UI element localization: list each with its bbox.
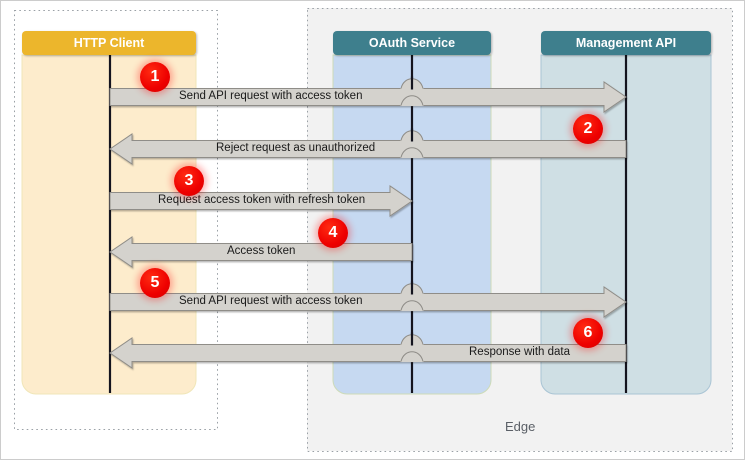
message-arrow-5 — [109, 281, 627, 318]
message-arrow-1-shape — [109, 81, 627, 113]
message-label-6: Response with data — [469, 346, 571, 358]
message-arrow-5-shape — [109, 286, 627, 318]
step-badge-5[interactable]: 5 — [140, 268, 170, 298]
message-arrow-2-shape — [109, 133, 627, 165]
group-label-edge: Edge — [505, 419, 536, 434]
bridge-arc-bottom — [400, 147, 424, 158]
step-badge-3[interactable]: 3 — [174, 166, 204, 196]
message-arrow-6 — [109, 332, 627, 369]
step-badge-1[interactable]: 1 — [140, 62, 170, 92]
message-label-2: Reject request as unauthorized — [216, 142, 376, 154]
bridge-arc-bottom — [400, 351, 424, 362]
message-arrow-2 — [109, 128, 627, 165]
step-badge-2[interactable]: 2 — [573, 114, 603, 144]
message-arrow-1 — [109, 76, 627, 113]
message-label-4: Access token — [227, 245, 296, 257]
lifeline-header-management-api[interactable]: Management API — [541, 31, 711, 55]
message-arrow-6-shape — [109, 337, 627, 369]
lifeline-header-http-client[interactable]: HTTP Client — [22, 31, 196, 55]
message-label-5: Send API request with access token — [179, 295, 363, 307]
group-edge-group-border — [307, 8, 733, 452]
bridge-arc-bottom — [400, 300, 424, 311]
step-badge-4[interactable]: 4 — [318, 218, 348, 248]
message-label-1: Send API request with access token — [179, 90, 363, 102]
message-label-3: Request access token with refresh token — [158, 194, 366, 206]
lifeline-header-oauth-service[interactable]: OAuth Service — [333, 31, 491, 55]
step-badge-6[interactable]: 6 — [573, 318, 603, 348]
bridge-arc-bottom — [400, 95, 424, 106]
group-client-group-border — [14, 10, 218, 430]
